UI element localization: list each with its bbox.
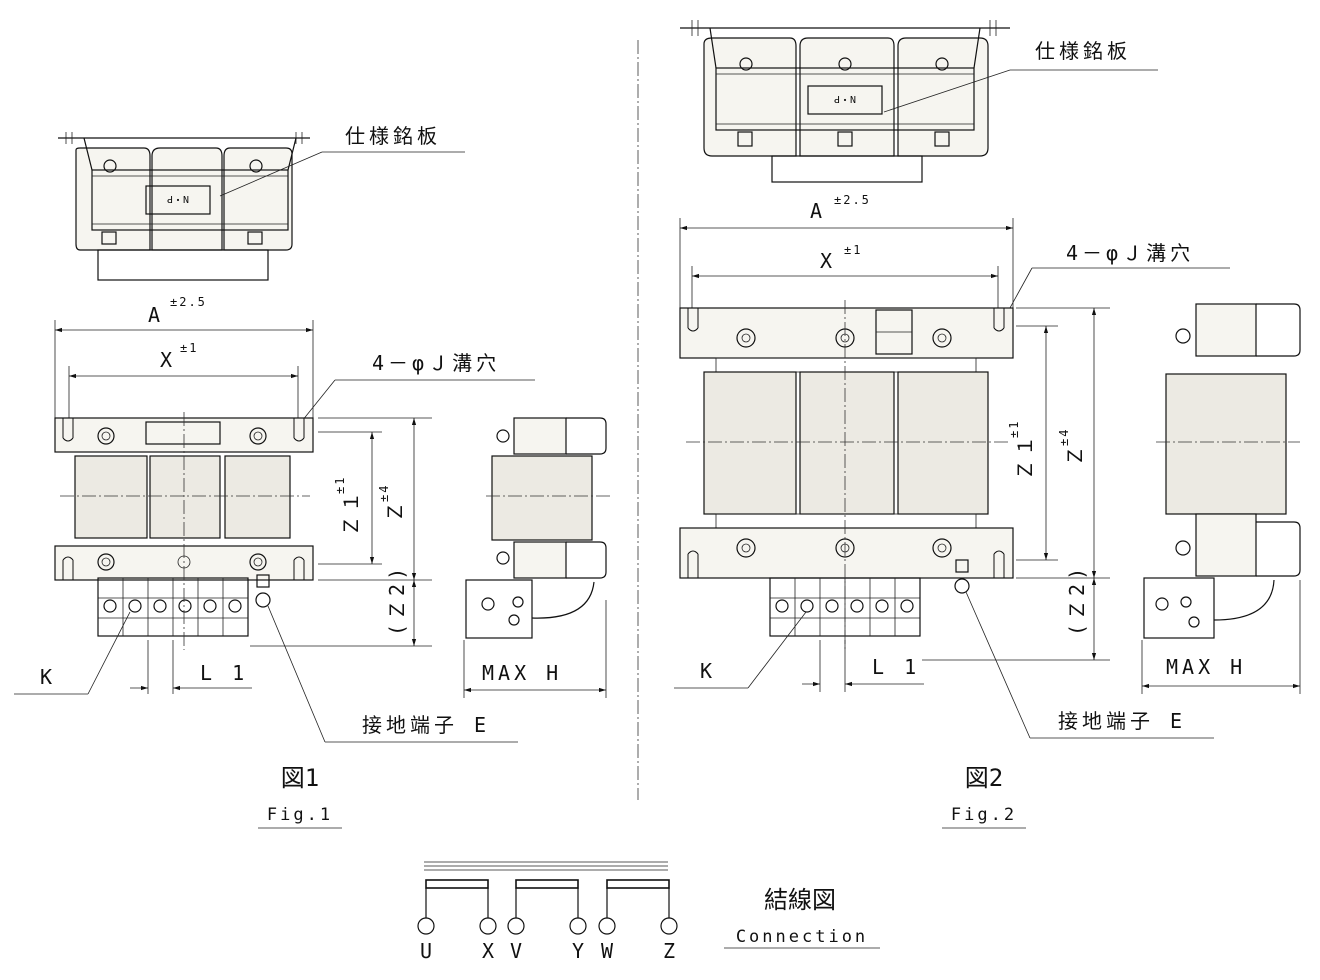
fig1-terminal-k-label: K xyxy=(40,665,56,689)
figure-2: N・P 仕様銘板 A ±2.5 X ±1 xyxy=(674,20,1301,829)
figure-1: N・P 仕様銘板 A ±2.5 X ±1 xyxy=(14,124,612,829)
fig2-caption: 図2 Fig.2 xyxy=(942,764,1026,829)
connection-diagram: U X V Y W Z 結線図 Connection xyxy=(417,861,880,963)
fig1-dim-z2-label: (Ｚ2) xyxy=(385,564,409,636)
fig1-nameplate-label: 仕様銘板 xyxy=(345,124,441,148)
fig1-top-view: N・P 仕様銘板 xyxy=(58,124,465,281)
fig2-terminal-k-label: K xyxy=(700,659,716,683)
terminal-x-label: X xyxy=(482,939,494,963)
fig2-title: 図2 xyxy=(965,764,1003,792)
terminal-x xyxy=(479,917,497,935)
fig2-dim-a-label: A xyxy=(810,199,826,223)
terminal-w-label: W xyxy=(601,939,614,963)
terminal-w xyxy=(598,917,616,935)
fig1-max-h-label: MAX H xyxy=(482,661,562,685)
fig2-side-view: MAX H xyxy=(1141,303,1301,694)
fig2-dim-z1-label: Ｚ１ xyxy=(1013,432,1037,480)
connection-title: 結線図 xyxy=(764,886,836,914)
terminal-y xyxy=(569,917,587,935)
fig2-nameplate-label: 仕様銘板 xyxy=(1035,39,1131,63)
fig2-dim-x-label: X xyxy=(820,249,836,273)
fig1-ground-label: 接地端子 E xyxy=(362,713,490,737)
terminal-u xyxy=(417,917,435,935)
terminal-v xyxy=(507,917,525,935)
fig2-top-view: N・P 仕様銘板 xyxy=(680,20,1158,183)
fig1-caption: 図1 Fig.1 xyxy=(258,764,342,829)
fig2-dim-z-label: Ｚ xyxy=(1063,442,1087,466)
fig2-ground-terminal: 接地端子 E xyxy=(965,591,1214,739)
fig1-hole-label: 4－φＪ溝穴 xyxy=(372,351,500,375)
connection-subtitle: Connection xyxy=(736,927,868,947)
fig1-k-l1: K L 1 xyxy=(14,611,252,695)
terminal-y-label: Y xyxy=(572,939,584,963)
terminal-z-label: Z xyxy=(663,939,675,963)
fig1-front-view xyxy=(54,412,314,650)
fig2-dim-x-tol: ±1 xyxy=(844,243,862,257)
fig2-front-view xyxy=(679,300,1014,650)
fig1-hole-note: 4－φＪ溝穴 xyxy=(297,351,535,427)
fig1-side-view: MAX H xyxy=(463,417,612,698)
fig2-nameplate-text: N・P xyxy=(834,93,856,104)
fig2-z-dims: Ｚ１ ±1 Ｚ ±4 (Ｚ2) xyxy=(922,307,1110,661)
fig1-dim-x-tol: ±1 xyxy=(180,341,198,355)
fig1-dim-x-label: X xyxy=(160,348,176,372)
fig2-max-h-label: MAX H xyxy=(1166,655,1246,679)
fig2-dim-z1-tol: ±1 xyxy=(1007,420,1021,438)
fig1-z-dims: Ｚ１ ±1 Ｚ ±4 (Ｚ2) xyxy=(250,417,432,647)
fig1-dim-l1-label: L 1 xyxy=(200,661,248,685)
fig2-k-l1: K L 1 xyxy=(674,611,924,692)
fig2-dim-z2-label: (Ｚ2) xyxy=(1065,564,1089,636)
fig1-dim-z1-label: Ｚ１ xyxy=(339,488,363,536)
fig2-dim-a-tol: ±2.5 xyxy=(834,193,871,207)
fig2-dim-z-tol: ±4 xyxy=(1057,428,1071,446)
fig2-dim-a: A ±2.5 xyxy=(679,193,1014,318)
fig2-dim-l1-label: L 1 xyxy=(872,655,920,679)
fig1-dim-z-tol: ±4 xyxy=(377,484,391,502)
fig1-dim-a: A ±2.5 xyxy=(54,295,314,420)
fig2-dim-x: X ±1 xyxy=(691,243,999,326)
fig1-dim-a-tol: ±2.5 xyxy=(170,295,207,309)
terminal-v-label: V xyxy=(510,939,522,963)
fig2-subtitle: Fig.2 xyxy=(951,805,1017,825)
fig1-nameplate-text: N・P xyxy=(167,193,189,204)
fig2-hole-label: 4－φＪ溝穴 xyxy=(1066,241,1194,265)
fig1-dim-a-label: A xyxy=(148,303,164,327)
fig1-dim-z1-tol: ±1 xyxy=(333,476,347,494)
terminal-u-label: U xyxy=(420,939,432,963)
fig2-ground-label: 接地端子 E xyxy=(1058,709,1186,733)
fig1-subtitle: Fig.1 xyxy=(267,805,333,825)
fig2-hole-note: 4－φＪ溝穴 xyxy=(999,241,1230,327)
fig1-title: 図1 xyxy=(281,764,319,792)
fig1-dim-z-label: Ｚ xyxy=(383,498,407,522)
terminal-z xyxy=(660,917,678,935)
fig1-ground-terminal: 接地端子 E xyxy=(267,605,518,743)
